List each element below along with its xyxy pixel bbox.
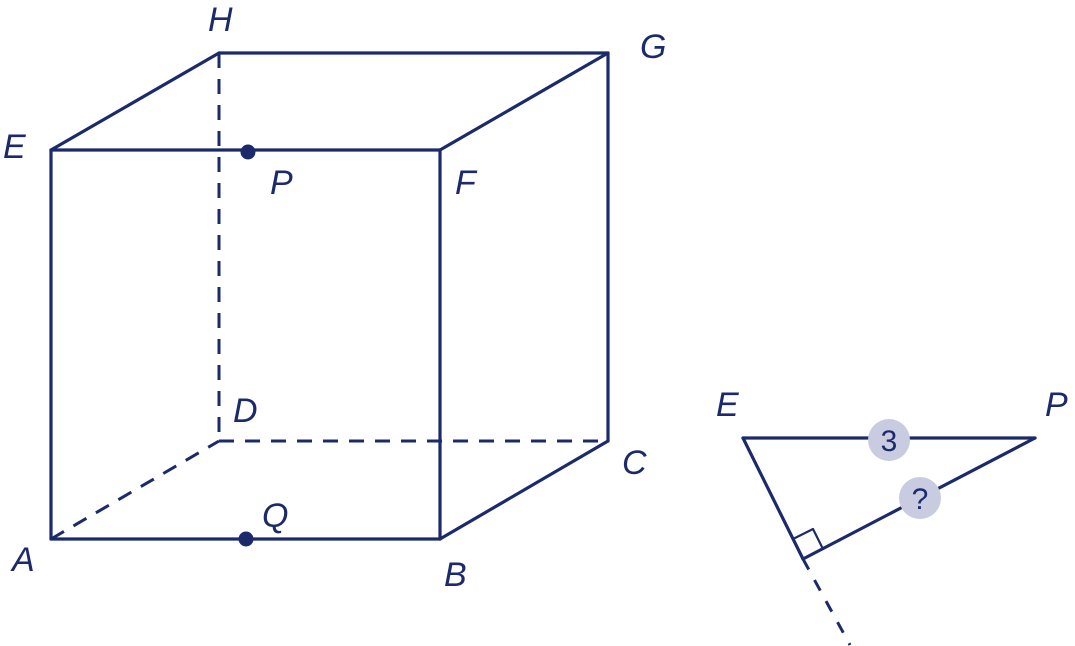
triangle-label-E: E <box>716 386 739 424</box>
right-angle-marker <box>791 527 825 551</box>
vertex-label-F: F <box>455 164 478 202</box>
vertex-label-Q: Q <box>262 497 288 535</box>
vertex-label-G: G <box>640 28 666 66</box>
vertex-label-P: P <box>270 164 293 202</box>
length-badge-EP: 3 <box>868 419 910 461</box>
length-value-unknown: ? <box>912 483 929 516</box>
edge-HE <box>49 51 221 152</box>
vertex-label-B: B <box>444 556 467 594</box>
triangle-side-E-foot <box>741 436 805 561</box>
length-badge-unknown: ? <box>899 477 941 519</box>
vertex-label-H: H <box>208 1 233 39</box>
hidden-edge-AD <box>50 439 220 541</box>
triangle-dashed-extension <box>801 558 852 646</box>
vertex-label-E: E <box>3 128 26 166</box>
edge-BC <box>438 439 610 541</box>
length-value-EP: 3 <box>881 425 898 458</box>
vertex-label-A: A <box>10 541 35 579</box>
triangle-label-P: P <box>1045 386 1068 424</box>
point-P-dot <box>240 144 256 160</box>
vertex-label-D: D <box>233 392 258 430</box>
point-Q-dot <box>238 531 254 547</box>
edge-FG <box>438 51 610 152</box>
vertex-label-C: C <box>622 444 647 482</box>
